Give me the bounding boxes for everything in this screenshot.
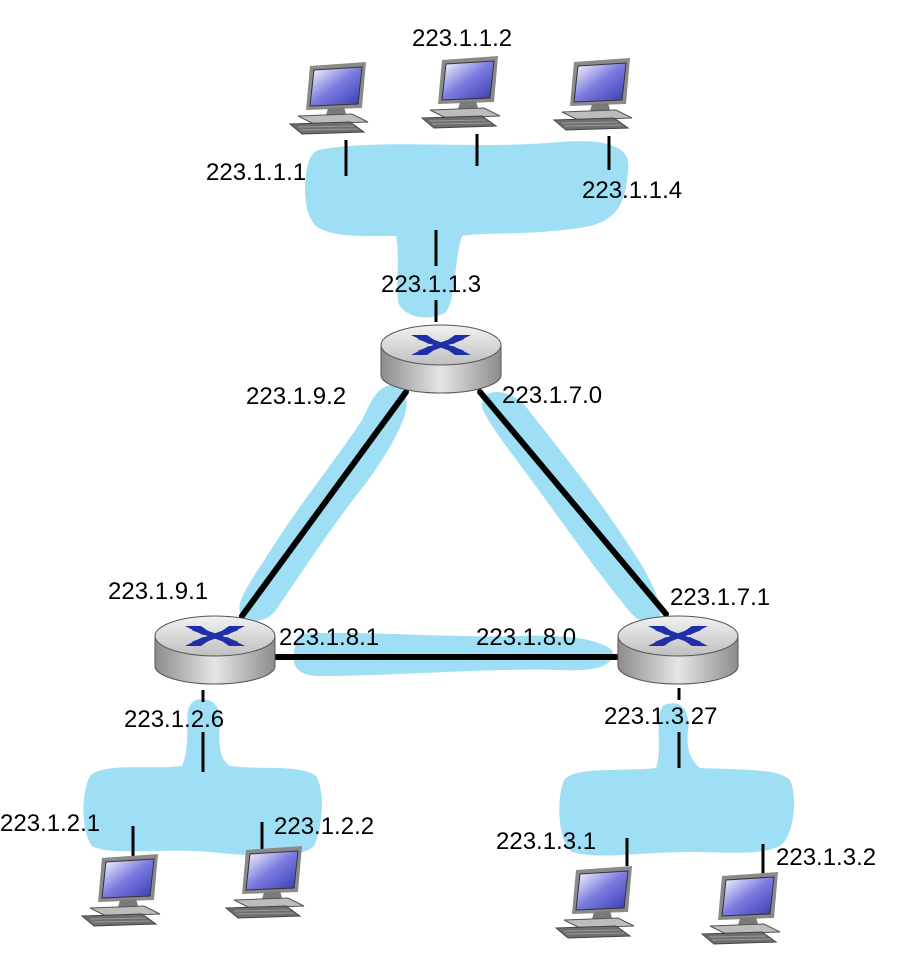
host-drop-lines <box>131 134 765 874</box>
host-223-1-1-4 <box>553 57 633 131</box>
label-223-1-3-2: 223.1.3.2 <box>776 844 876 871</box>
label-223-1-8-0: 223.1.8.0 <box>476 624 576 651</box>
label-223-1-9-2: 223.1.9.2 <box>246 383 346 410</box>
host-223-1-1-2 <box>421 55 501 129</box>
label-223-1-2-1: 223.1.2.1 <box>0 810 100 837</box>
subnet-top <box>305 141 629 318</box>
router-links <box>239 389 669 660</box>
host-223-1-3-2 <box>701 871 781 945</box>
router-right <box>618 616 738 684</box>
host-223-1-2-2 <box>225 845 305 919</box>
label-223-1-9-1: 223.1.9.1 <box>108 578 208 605</box>
link-top-left <box>239 389 409 619</box>
label-223-1-7-0: 223.1.7.0 <box>502 382 602 409</box>
label-223-1-7-1: 223.1.7.1 <box>670 584 770 611</box>
host-223-1-3-1 <box>555 865 635 939</box>
label-223-1-2-6: 223.1.2.6 <box>124 706 224 733</box>
label-223-1-1-1: 223.1.1.1 <box>206 159 306 186</box>
label-223-1-8-1: 223.1.8.1 <box>279 624 379 651</box>
subnet-left <box>83 699 322 856</box>
label-223-1-3-1: 223.1.3.1 <box>496 828 596 855</box>
label-223-1-1-3: 223.1.1.3 <box>381 271 481 298</box>
router-top <box>381 325 501 393</box>
link-top-right <box>477 389 669 617</box>
router-left <box>155 616 275 684</box>
subnet-blobs <box>83 141 795 856</box>
label-223-1-2-2: 223.1.2.2 <box>274 813 374 840</box>
label-223-1-1-2: 223.1.1.2 <box>412 25 512 52</box>
address-labels: 223.1.1.2 223.1.1.1 223.1.1.4 223.1.1.3 … <box>0 25 876 871</box>
host-223-1-2-1 <box>81 853 161 927</box>
label-223-1-3-27: 223.1.3.27 <box>604 703 717 730</box>
subnet-right <box>559 703 795 856</box>
host-223-1-1-1 <box>289 61 369 135</box>
label-223-1-1-4: 223.1.1.4 <box>582 177 682 204</box>
